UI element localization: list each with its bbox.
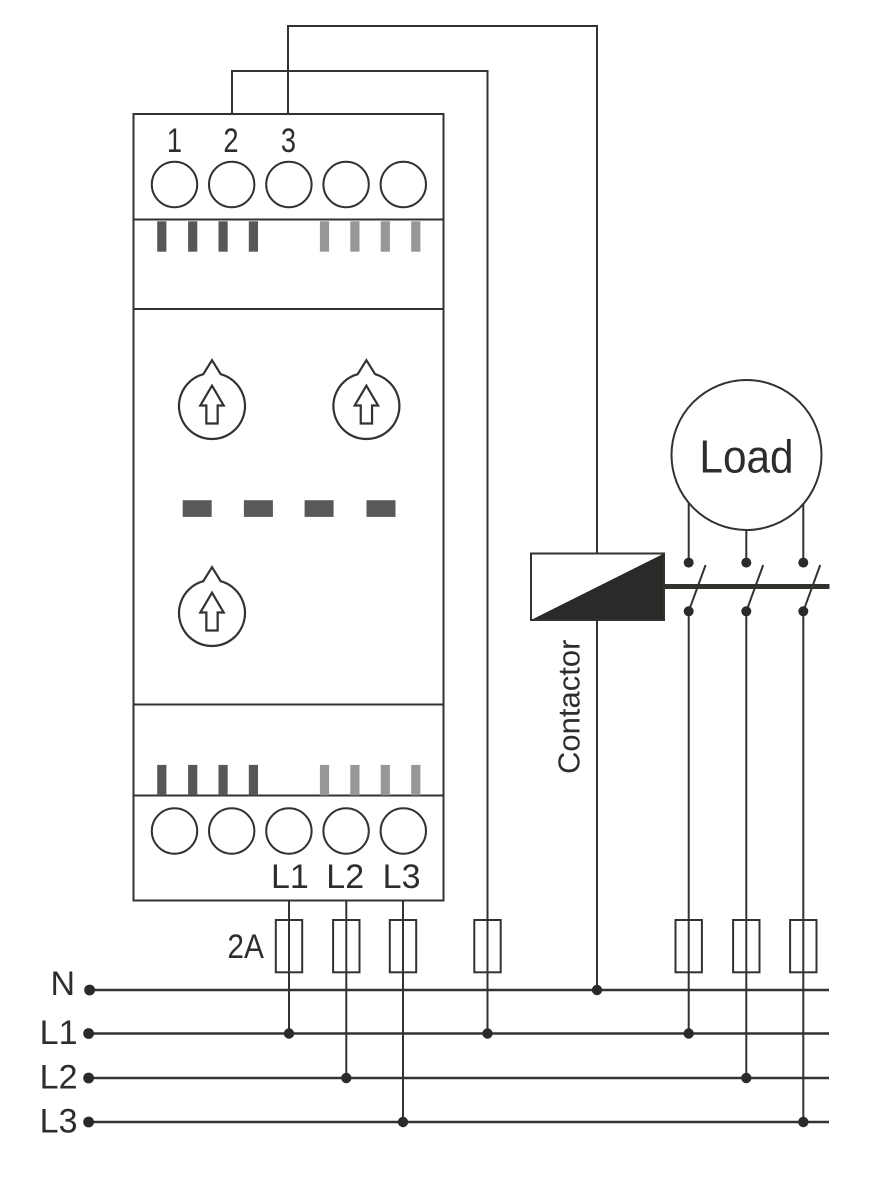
svg-text:L3: L3 xyxy=(40,1103,78,1141)
svg-text:2: 2 xyxy=(223,121,238,160)
svg-text:L2: L2 xyxy=(40,1059,78,1097)
svg-text:3: 3 xyxy=(281,121,296,160)
svg-text:Load: Load xyxy=(699,432,793,483)
svg-text:1: 1 xyxy=(167,121,182,160)
svg-text:2A: 2A xyxy=(227,927,264,965)
svg-text:L2: L2 xyxy=(326,858,364,896)
svg-text:L1: L1 xyxy=(40,1014,78,1052)
svg-text:L1: L1 xyxy=(271,858,309,896)
svg-text:L3: L3 xyxy=(383,858,421,896)
svg-text:N: N xyxy=(50,965,75,1003)
svg-text:Contactor: Contactor xyxy=(552,640,587,774)
